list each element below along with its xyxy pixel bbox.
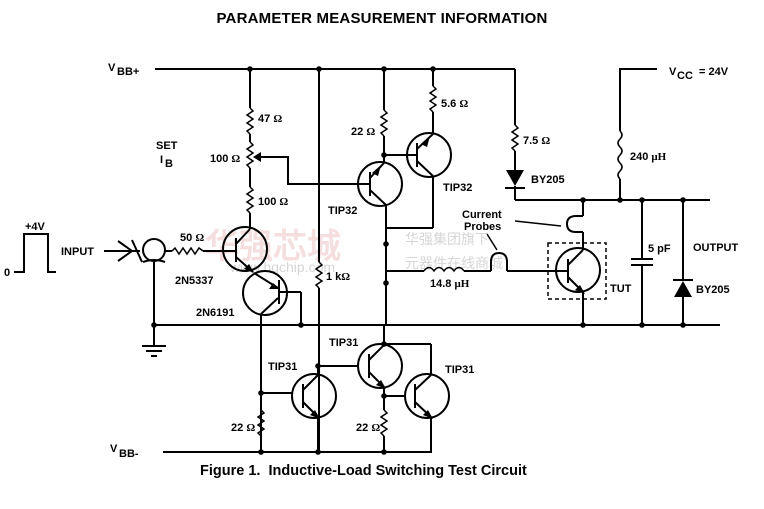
vcc-v: V <box>669 66 677 78</box>
current-probe-collector <box>514 200 584 244</box>
tut-label: TUT <box>610 283 632 295</box>
q3-part: TIP32 <box>328 205 357 217</box>
ground-rail <box>142 322 720 357</box>
svg-text:B: B <box>165 158 173 170</box>
transistor-2n5337: 2N5337 <box>175 226 268 287</box>
diode-by205-output: OUTPUT BY205 <box>673 200 739 325</box>
d1-part: BY205 <box>531 174 565 186</box>
svg-text:Probes: Probes <box>464 221 501 233</box>
vbb-plus-sub: BB+ <box>117 66 139 78</box>
q5-part: TIP31 <box>268 361 297 373</box>
vbb-minus-sub: BB- <box>119 448 139 460</box>
r1k-value: 1 kΩ <box>326 271 350 283</box>
transistor-tip31-a: TIP31 <box>258 361 337 452</box>
resistor-22-bottom-mid: 22 Ω <box>356 396 389 452</box>
q6-part: TIP31 <box>329 337 358 349</box>
resistor-50-ohm: 50 Ω <box>165 232 222 256</box>
vbb-plus-label: V <box>108 62 116 74</box>
inductor-240uh: 240 μH <box>617 130 667 200</box>
input-label: INPUT <box>61 246 94 258</box>
inductor-14-8uh: 14.8 μH <box>386 266 491 290</box>
vcc-supply: V CC = 24V <box>619 66 729 131</box>
r5-6-value: 5.6 Ω <box>441 98 468 110</box>
r22c-value: 22 Ω <box>356 422 380 434</box>
watermark-sub2: 元器件在线商城 <box>405 255 503 271</box>
vbb-minus-rail: V BB- <box>110 443 432 460</box>
svg-text:SET: SET <box>156 140 178 152</box>
diode-by205-top: BY205 <box>505 170 565 200</box>
r50-value: 50 Ω <box>180 232 204 244</box>
r22a-value: 22 Ω <box>351 126 375 138</box>
svg-text:I: I <box>160 154 163 166</box>
input-connector <box>104 238 166 325</box>
set-ib-label: SET I B <box>156 140 178 170</box>
watermark-sub1: 华强集团旗下 <box>405 231 489 247</box>
resistor-7-5: 7.5 Ω <box>510 110 550 170</box>
output-label: OUTPUT <box>693 242 739 254</box>
resistor-5-6: 5.6 Ω <box>428 69 468 133</box>
resistor-22-top: 22 Ω <box>351 69 389 158</box>
cap-value: 5 pF <box>648 243 671 255</box>
transistor-2n6191: 2N6191 <box>196 270 302 452</box>
q2-part: 2N6191 <box>196 307 235 319</box>
watermark-url: www.hqchip.com <box>229 259 335 275</box>
resistor-22-bottom-left: 22 Ω <box>231 409 266 437</box>
pulse-high-label: +4V <box>25 221 46 233</box>
input-pulse: +4V 0 INPUT <box>4 221 94 279</box>
q4-part: TIP32 <box>443 182 472 194</box>
output-node <box>515 197 710 203</box>
transistor-tip32-b: TIP32 <box>384 132 472 229</box>
resistor-chain-left: 47 Ω 100 Ω 100 Ω <box>210 69 358 228</box>
r47-value: 47 Ω <box>258 113 282 125</box>
vbb-minus-label: V <box>110 443 118 455</box>
vcc-value: = 24V <box>699 66 729 78</box>
page-title: PARAMETER MEASUREMENT INFORMATION <box>216 10 548 27</box>
r100-value: 100 Ω <box>258 196 288 208</box>
transistor-tut: TUT <box>547 242 632 325</box>
q1-part: 2N5337 <box>175 275 214 287</box>
r22b-value: 22 Ω <box>231 422 255 434</box>
transistor-tip32-a: TIP32 <box>328 155 403 325</box>
q7-part: TIP31 <box>445 364 474 376</box>
capacitor-5pf: 5 pF <box>631 200 671 325</box>
vcc-sub: CC <box>677 70 693 82</box>
l14-8-value: 14.8 μH <box>430 278 470 290</box>
d2-part: BY205 <box>696 284 730 296</box>
svg-text:Current: Current <box>462 209 502 221</box>
transistor-tip31-b: TIP31 <box>315 325 432 399</box>
pulse-low-label: 0 <box>4 267 10 279</box>
r100pot-value: 100 Ω <box>210 153 240 165</box>
transistor-tip31-c: TIP31 <box>384 364 474 452</box>
l240-value: 240 μH <box>630 151 667 163</box>
r7-5-value: 7.5 Ω <box>523 135 550 147</box>
current-probes-label: Current Probes <box>462 209 502 251</box>
figure-caption: Figure 1. Inductive-Load Switching Test … <box>200 463 527 479</box>
